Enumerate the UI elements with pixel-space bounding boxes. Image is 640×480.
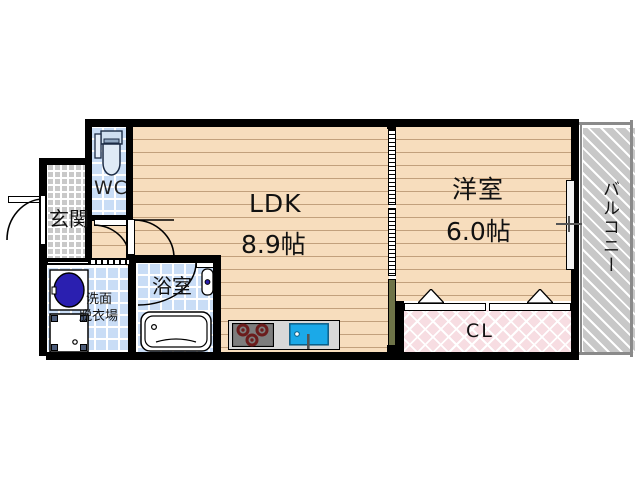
room-washitsu-floor — [396, 126, 572, 301]
toilet-icon — [94, 130, 123, 176]
balcony-rail-left — [580, 122, 582, 355]
entrance-threshold — [39, 196, 47, 244]
label-washitsu-area: 6.0帖 — [446, 217, 511, 246]
wall-partition-top-jamb — [387, 119, 396, 129]
wall-bottom — [46, 352, 578, 360]
balcony-window-handle-v — [568, 216, 570, 232]
closet-door-left[interactable] — [404, 303, 486, 311]
wall-wc-bottom — [85, 215, 133, 221]
label-washitsu-name: 洋室 — [452, 175, 505, 204]
corridor-floor — [90, 219, 128, 261]
wall-senmen-bath — [128, 258, 136, 355]
wc-door-panel[interactable] — [94, 219, 127, 226]
label-ldk-area: 8.9帖 — [241, 230, 306, 259]
kitchen-sink-icon — [289, 323, 329, 349]
label-wc: WC — [94, 177, 129, 199]
wall-bath-right — [213, 255, 221, 355]
entrance-door-swing-icon — [6, 198, 44, 241]
wall-wc-right — [126, 119, 133, 222]
hall-door-panel[interactable] — [127, 219, 135, 255]
room-balcony-floor — [583, 128, 635, 353]
label-senmen-line2: 脱衣場 — [79, 309, 119, 324]
wall-genkan-right — [85, 158, 92, 263]
sliding-partition-middle[interactable] — [388, 208, 396, 276]
label-senmen-line1: 洗面 — [86, 292, 113, 307]
sliding-partition-lower[interactable] — [388, 279, 396, 346]
balcony-rail-bottom — [579, 352, 633, 355]
wall-closet-left — [396, 301, 404, 357]
room-closet-floor — [403, 310, 572, 355]
sliding-partition-upper[interactable] — [388, 129, 396, 205]
wall-genkan-top — [39, 158, 92, 165]
washroom-threshold — [88, 259, 130, 265]
wc-door-swing-icon — [93, 224, 130, 257]
wall-water-top2 — [133, 255, 217, 263]
label-ldk-name: LDK — [249, 189, 302, 218]
label-bath: 浴室 — [152, 274, 192, 298]
label-closet: CL — [466, 320, 494, 342]
hall-door-swing-icon — [134, 219, 175, 258]
washroom-upper-line — [47, 261, 89, 264]
closet-arrow-left-icon — [418, 289, 444, 303]
bathroom-door-swing-icon — [137, 262, 197, 306]
balcony-sliding-window[interactable] — [566, 180, 575, 270]
wall-top — [85, 119, 578, 127]
washbasin-icon — [49, 269, 89, 311]
room-genkan-floor — [46, 163, 91, 261]
balcony-rail-outer — [630, 120, 633, 357]
wall-partition-bottom-jamb — [387, 345, 396, 357]
gas-stove-icon — [232, 323, 274, 347]
bathroom-door-panel[interactable] — [196, 262, 214, 268]
wall-balcony-inner — [571, 119, 579, 360]
bathtub-icon — [140, 311, 212, 352]
balcony-rail-inner — [579, 122, 633, 125]
wall-left-upper — [85, 119, 92, 164]
bath-shower-fixture-icon — [201, 268, 214, 296]
closet-door-right[interactable] — [489, 303, 571, 311]
closet-arrow-right-icon — [527, 289, 553, 303]
label-genkan: 玄関 — [49, 207, 89, 231]
wall-genkan-left — [39, 158, 47, 356]
washing-machine-pan-icon — [49, 313, 89, 353]
label-balcony: バルコニー — [599, 180, 619, 275]
